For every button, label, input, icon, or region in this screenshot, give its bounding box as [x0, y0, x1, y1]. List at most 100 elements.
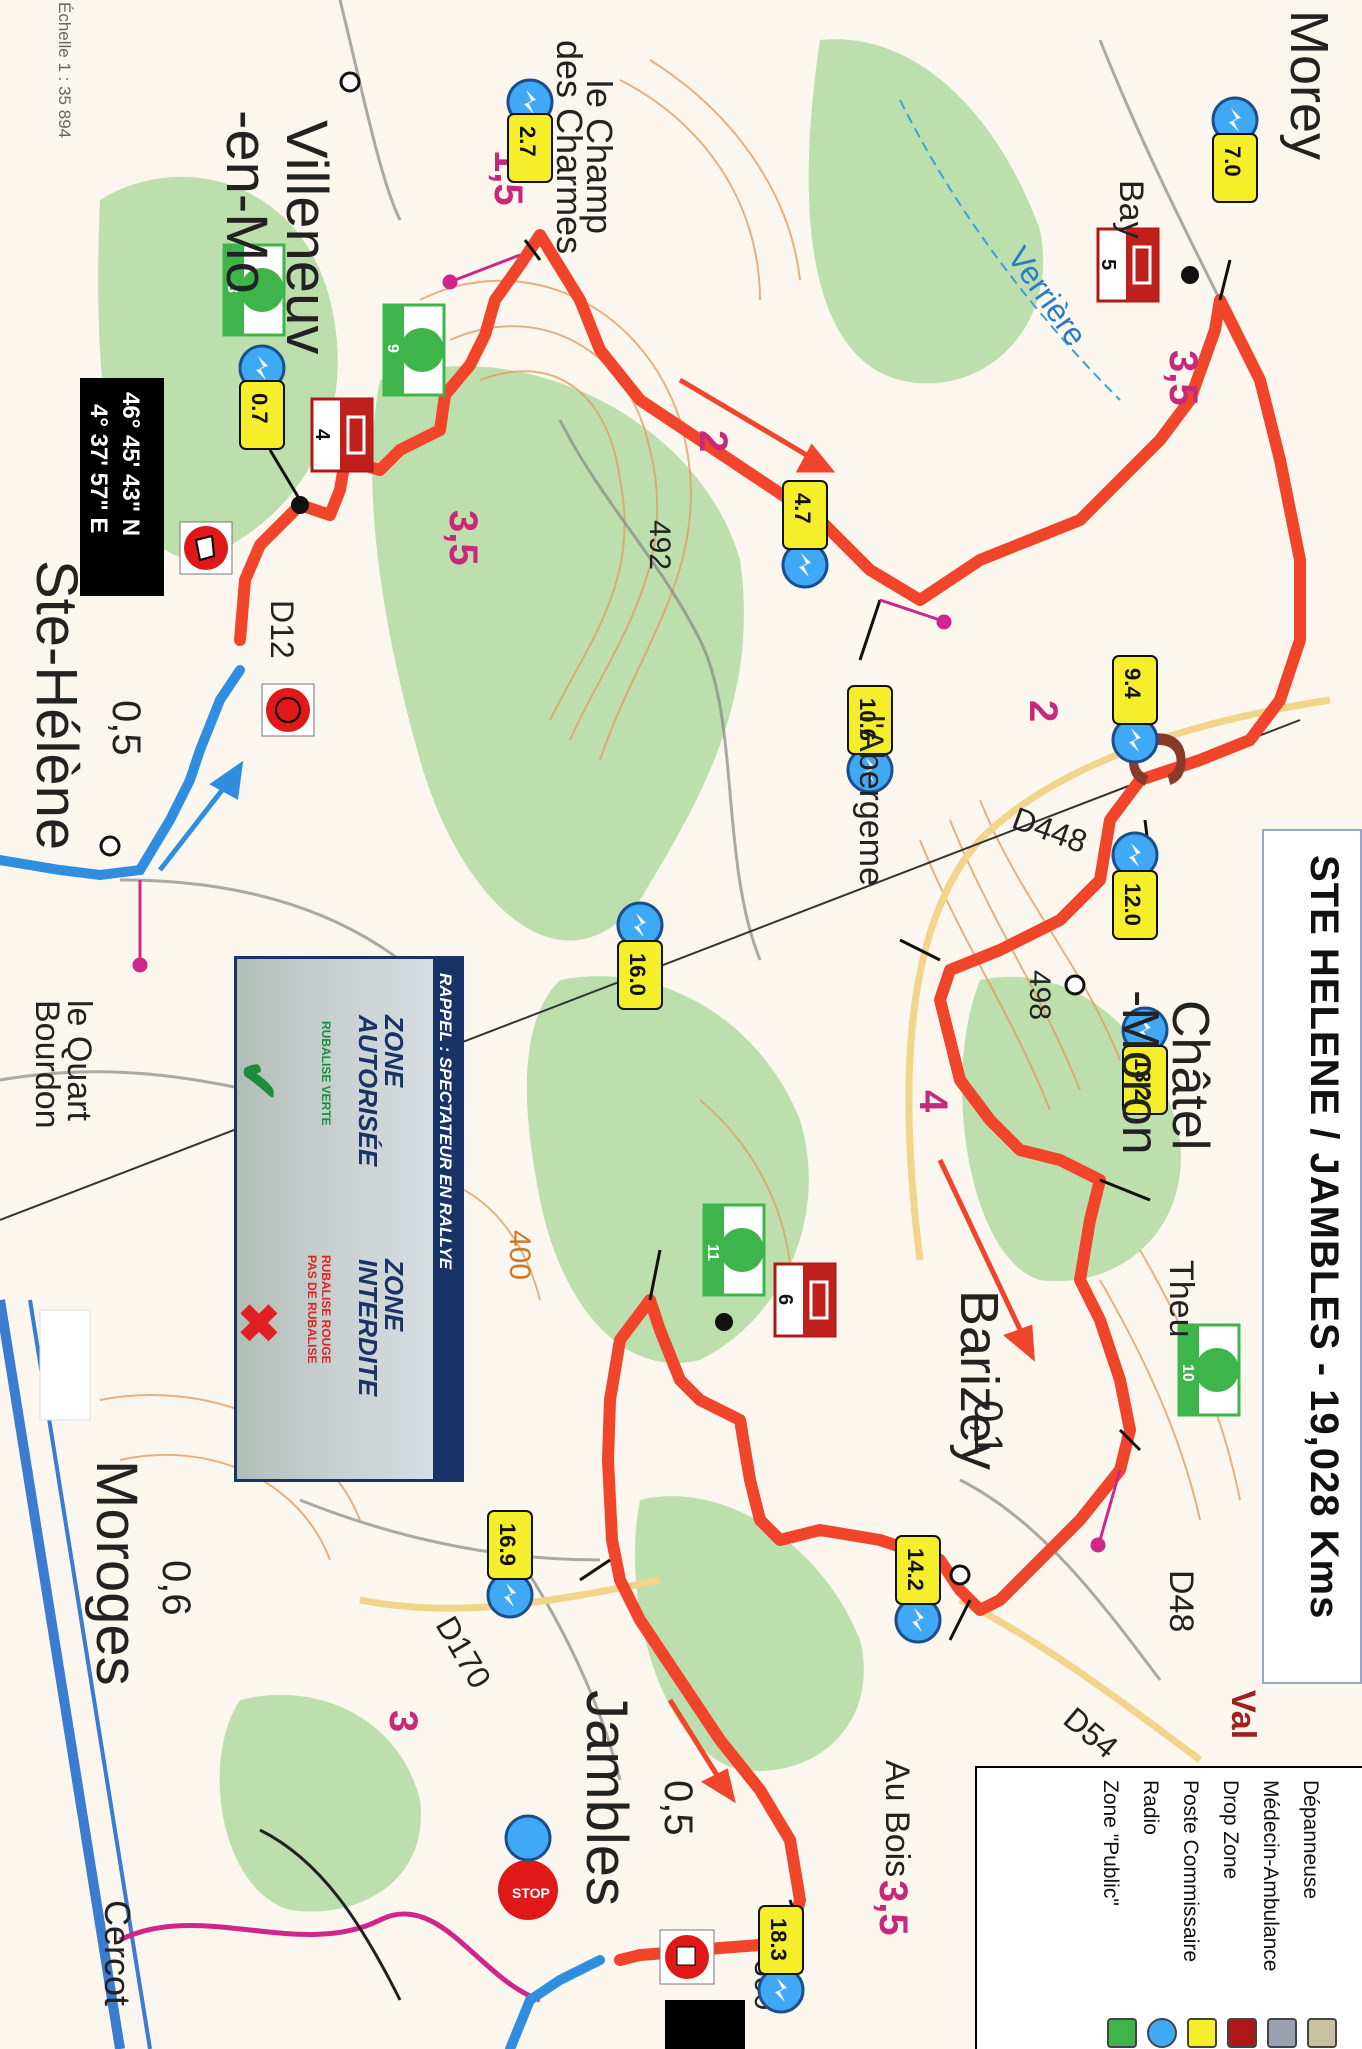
helicopter-icon: [346, 415, 366, 455]
poste-dots: [291, 266, 1199, 1331]
public-zone-8[interactable]: 8: [222, 243, 286, 337]
reminder-header-band: RAPPEL : SPECTATEUR EN RALLYE: [433, 959, 461, 1479]
km-label: 16.9: [495, 1523, 520, 1566]
km-label: 16.0: [625, 953, 650, 996]
radio-marker-2-7[interactable]: 2.7: [506, 78, 554, 183]
reminder-header: RAPPEL : SPECTATEUR EN RALLYE: [436, 973, 455, 1270]
public-zone-number: 11: [704, 1244, 721, 1261]
radio-marker-18-3[interactable]: 18.3: [757, 1905, 805, 2014]
lightning-icon: [775, 1978, 787, 2002]
liaison-route-end[interactable]: [505, 1955, 605, 2049]
poste-number: 4: [311, 429, 333, 441]
title-panel: STE HELENE / JAMBLES - 19,028 Kms: [1262, 829, 1362, 1684]
place-au-bois: Au Bois: [878, 1760, 916, 1878]
public-zone-band: [704, 1205, 724, 1295]
village-circles: [99, 71, 1086, 1586]
highway: [0, 1299, 152, 2049]
radio-marker-10-6[interactable]: 10.6: [846, 685, 894, 794]
legend-poste: Poste Commissaire: [1179, 1780, 1202, 1963]
scale-text: Échelle 1 : 35 894: [55, 2, 74, 139]
finish-markers[interactable]: STOP: [498, 1814, 715, 1985]
start-markers[interactable]: [179, 521, 315, 737]
border-line: [259, 1828, 402, 2001]
people-icon: [240, 268, 284, 312]
legend-icon-4: [1147, 2018, 1177, 2048]
lightning-icon: [799, 553, 811, 577]
km-tag: [1212, 133, 1258, 203]
radio-marker-14-2[interactable]: 14.2: [894, 1535, 942, 1644]
place-en-mo: -en-Mo: [214, 110, 279, 294]
dist-0-1: 0,1: [966, 1400, 1010, 1456]
radio-marker-7-0[interactable]: 7.0: [1211, 96, 1259, 203]
place-labergement: l'Abergeme: [852, 715, 890, 886]
zone-authorised-label: ZONE AUTORISÉE: [353, 1015, 409, 1167]
km-tag: [239, 380, 285, 450]
poste-number: 5: [1097, 259, 1119, 270]
place-theu: Theu: [1162, 1260, 1200, 1338]
liaison-route-start[interactable]: [0, 665, 245, 881]
legend-medecin: Médecin-Ambulance: [1259, 1780, 1282, 1972]
stop-sign: [498, 1860, 558, 1920]
public-zone-number: 8: [224, 284, 241, 293]
radio-marker-16-9[interactable]: 16.9: [486, 1510, 534, 1619]
km-label: 18.3: [766, 1918, 791, 1961]
rally-stage-route[interactable]: [234, 229, 1306, 1966]
reminder-background: [237, 959, 433, 1479]
place-ste-helene: Ste-Hélène: [24, 560, 89, 851]
km-label: 2.7: [515, 126, 540, 157]
people-icon: [720, 1228, 764, 1272]
marker-leaders: [268, 239, 1232, 1931]
place-bourdon: Bourdon: [28, 1000, 66, 1129]
public-zone-10[interactable]: 10: [1177, 1323, 1241, 1417]
num-4: 4: [911, 1090, 955, 1113]
people-icon: [400, 328, 444, 372]
lightning-icon: [1229, 108, 1241, 132]
place-des-charmes: des Charmes: [549, 40, 590, 255]
zone-forbidden-label: ZONE INTERDITE: [353, 1259, 409, 1397]
black-corner-box: [665, 2000, 745, 2049]
poste-commissaire-4[interactable]: 4: [310, 397, 374, 473]
pink-markers: [132, 253, 1122, 1553]
coord-lon: 4° 37' 57" E: [85, 404, 112, 534]
public-zone-markers: 8 9 10 11: [222, 243, 1241, 1417]
poste-band: [803, 1264, 835, 1336]
lightning-icon: [256, 356, 268, 380]
elevation-labels: 492 498 400 300: [503, 520, 1056, 2010]
coord-lat: 46° 45' 43" N: [117, 392, 144, 537]
poste-commissaire-6[interactable]: 6: [773, 1262, 837, 1338]
km-label: 12.0: [1120, 883, 1145, 926]
legend-icon-0: [1307, 2018, 1337, 2048]
legend-icon-1: [1267, 2018, 1297, 2048]
lightning-icon: [864, 758, 876, 782]
legend-public: Zone "Public": [1099, 1780, 1122, 1906]
km-label: 14.2: [903, 1548, 928, 1591]
km-tag: [758, 1905, 804, 1975]
public-zone-9[interactable]: 9: [382, 303, 446, 397]
coordinate-box: 46° 45' 43" N 4° 37' 57" E: [80, 378, 164, 596]
lightning-icon: [504, 1583, 516, 1607]
radio-marker-16-0[interactable]: 16.0: [616, 901, 664, 1010]
num-3-5-a: 3,5: [1161, 350, 1205, 406]
radio-marker-0-7[interactable]: 0.7: [238, 344, 286, 450]
km-tag: [847, 685, 893, 755]
public-zone-11[interactable]: 11: [702, 1203, 766, 1297]
radio-marker-12-0[interactable]: 12.0: [1111, 831, 1159, 940]
radio-marker-9-4[interactable]: 9.4: [1111, 655, 1159, 764]
km-tag: [507, 113, 553, 183]
radio-marker-13-2[interactable]: 13.2: [1121, 1006, 1169, 1115]
km-tag: [782, 480, 828, 550]
lightning-icon: [1139, 1018, 1151, 1042]
num-3-5-c: 3,5: [871, 1880, 915, 1936]
lightning-icon: [1129, 728, 1141, 752]
radio-markers: 0.7 2.7 4.7 7.0 9.4 10.6 12.0 13.2 14.2 16.0 16.9 1…: [238, 78, 1259, 2014]
legend-icon-2: [1227, 2018, 1257, 2048]
elevation-400: 400: [503, 1230, 536, 1280]
legend-radio: Radio: [1139, 1780, 1162, 1835]
poste-commissaire-5[interactable]: 5: [1096, 227, 1160, 303]
radio-marker-4-7[interactable]: 4.7: [781, 480, 829, 589]
lightning-icon: [1129, 843, 1141, 867]
elevation-498: 498: [1023, 970, 1056, 1020]
distance-numbers: 2 2 3,5 3,5 3 3,5 4 1,5: [381, 150, 1205, 1936]
helicopter-icon: [809, 1280, 829, 1320]
